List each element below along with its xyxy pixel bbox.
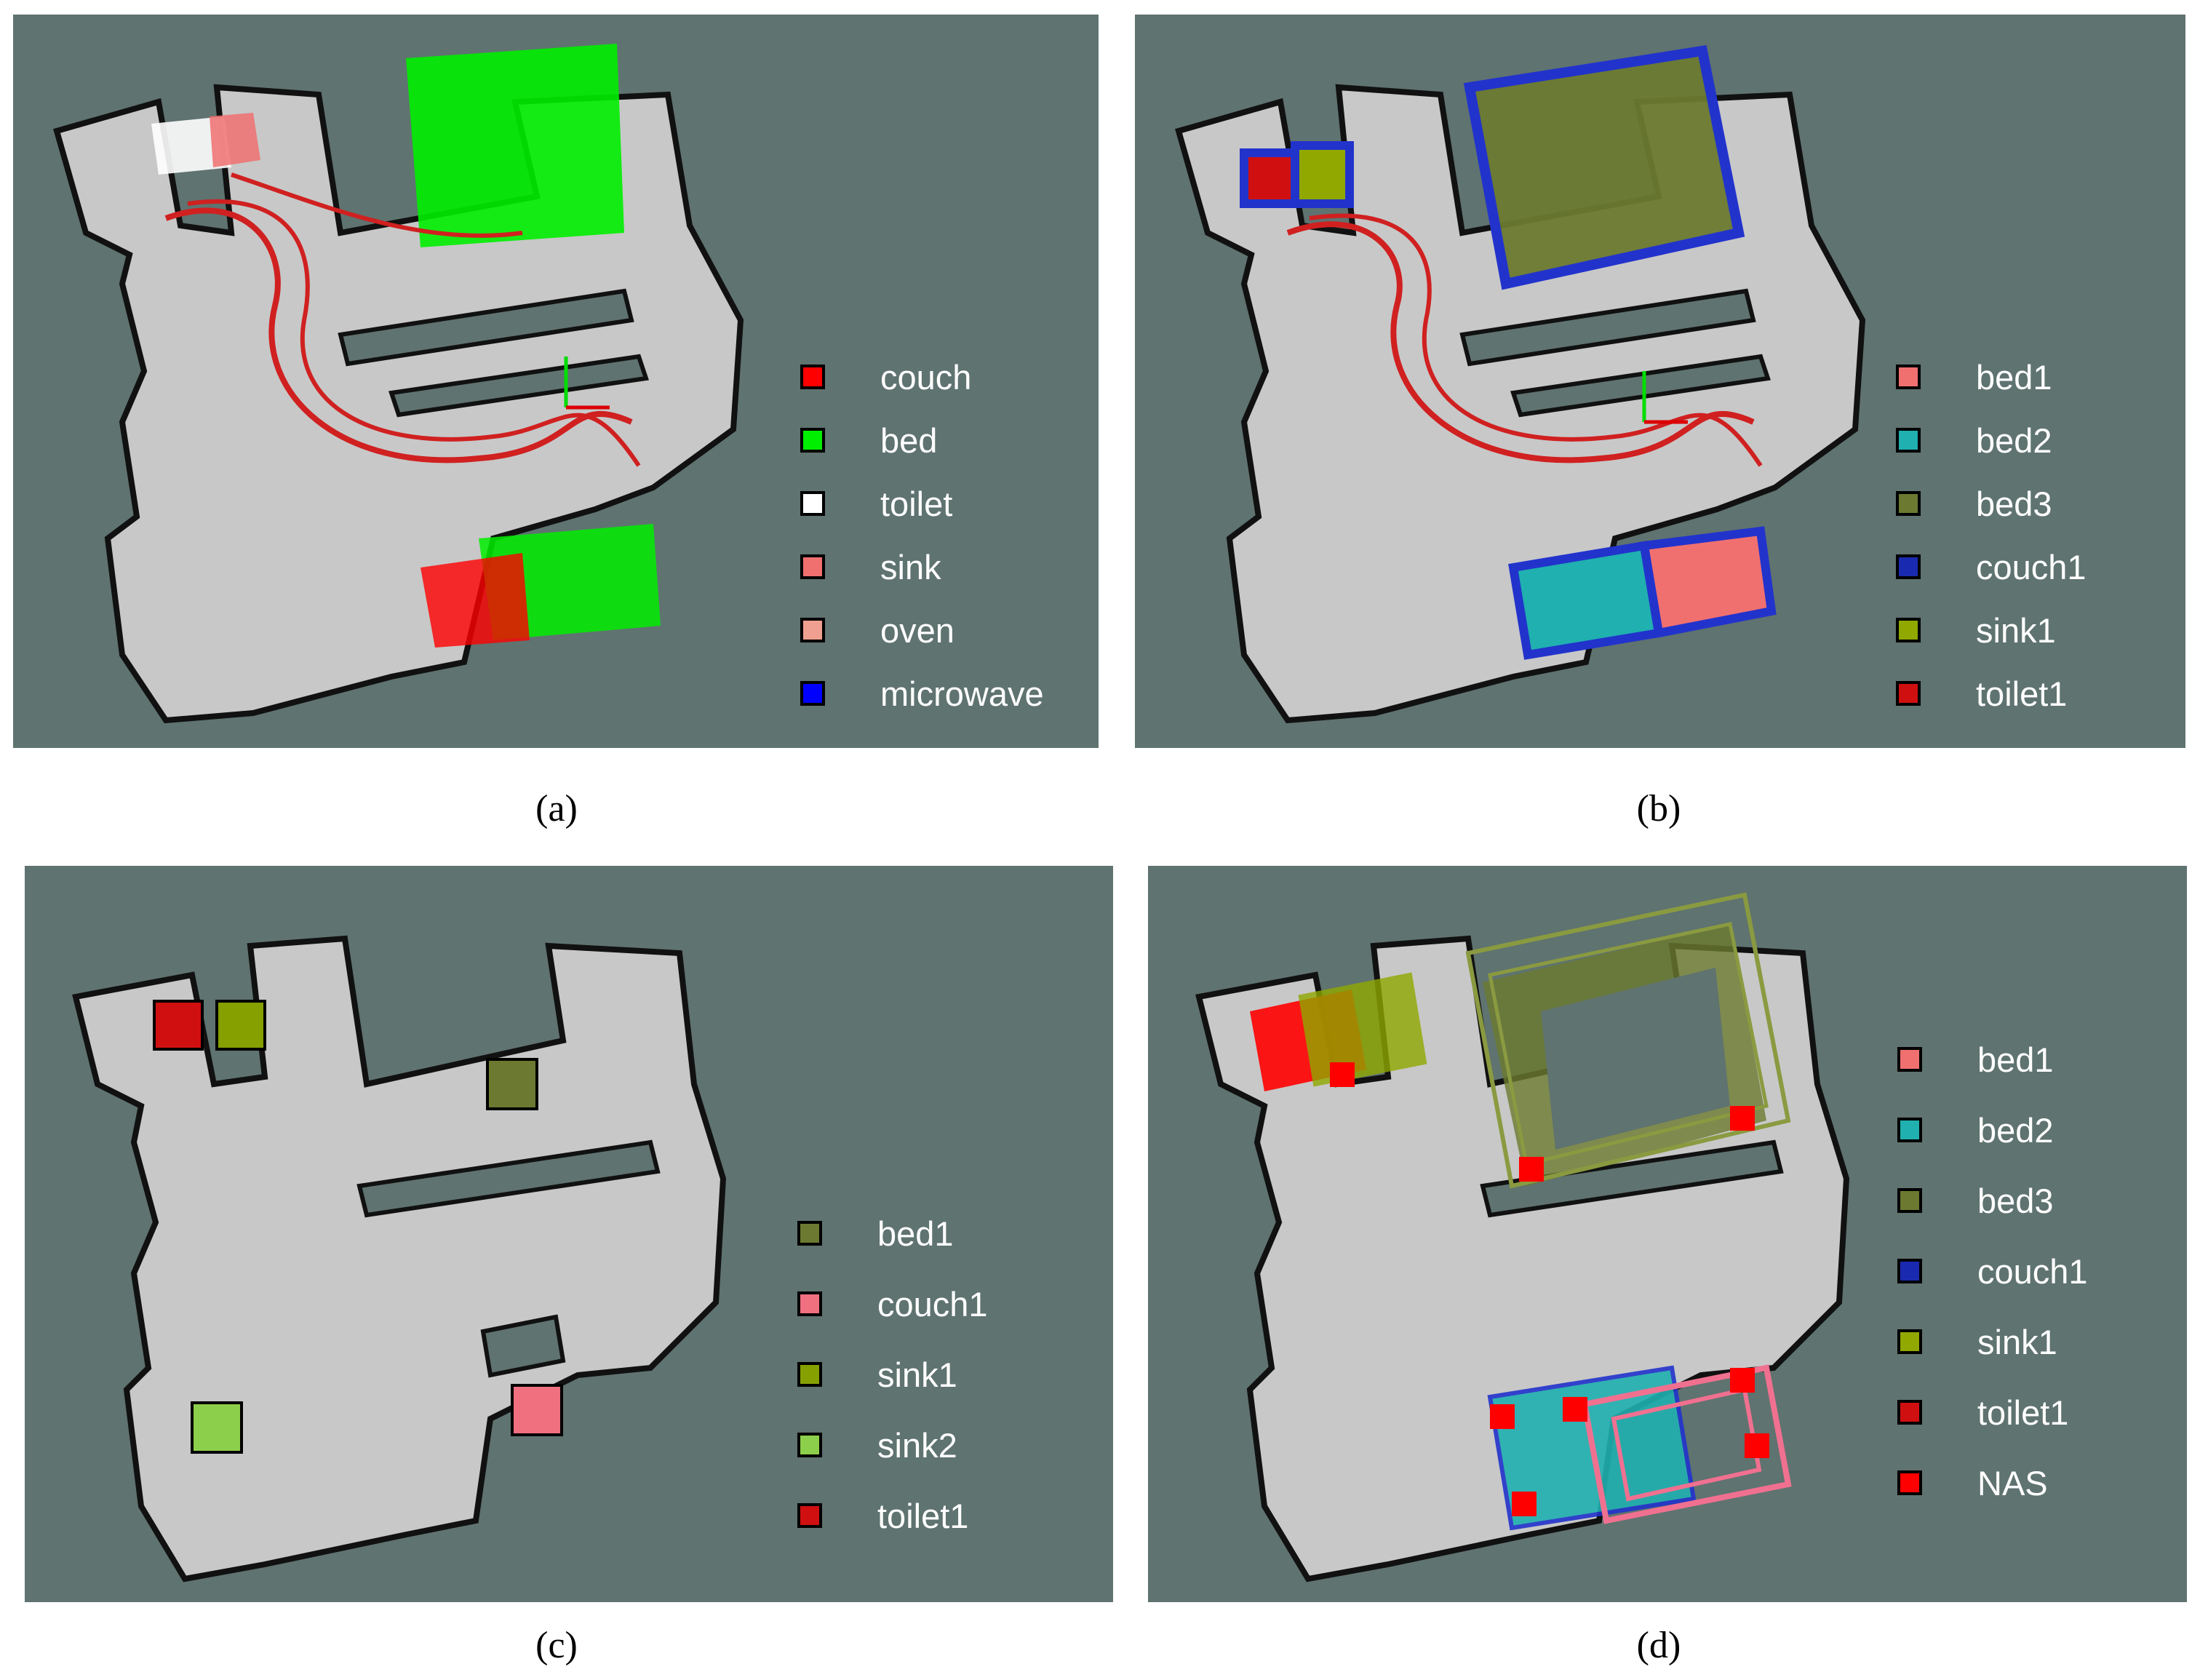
legend-label: bed1 (877, 1214, 954, 1253)
legend-label: NAS (1977, 1463, 2048, 1502)
legend-item-sink1: sink1 (797, 1353, 957, 1396)
legend-swatch (797, 1221, 822, 1246)
legend-label: bed3 (1976, 484, 2052, 523)
legend-swatch (797, 1433, 822, 1457)
legend-item-toilet1: toilet1 (1897, 1390, 2068, 1434)
legend-swatch (800, 491, 825, 516)
legend-label: microwave (880, 674, 1044, 713)
legend-label: sink (880, 547, 941, 586)
legend-item-microwave: microwave (800, 672, 1044, 715)
legend-item-couch1: couch1 (797, 1282, 988, 1326)
caption-c: (c) (535, 1625, 578, 1666)
room-marker-sink1 (215, 1000, 266, 1051)
legend-label: toilet1 (1976, 674, 2068, 713)
legend-swatch (1896, 491, 1921, 516)
legend-swatch (1897, 1118, 1922, 1142)
legend-item-bed1: bed1 (797, 1211, 954, 1255)
panel-a: couch bed toilet sink oven microwave (13, 15, 1099, 748)
legend-swatch (1897, 1047, 1922, 1072)
legend-label: toilet1 (877, 1496, 969, 1535)
legend-label: bed3 (1977, 1181, 2054, 1220)
caption-a: (a) (535, 788, 578, 829)
room-marker-couch1 (511, 1384, 563, 1436)
legend-item-nas: NAS (1897, 1461, 2048, 1505)
legend-item-bed2: bed2 (1896, 418, 2052, 462)
legend-item-bed2: bed2 (1897, 1108, 2054, 1152)
legend-swatch (800, 365, 825, 389)
room-marker-sink2 (191, 1401, 243, 1454)
legend-label: toilet (880, 484, 953, 523)
legend-swatch (1897, 1329, 1922, 1354)
legend-item-bed1: bed1 (1896, 355, 2052, 399)
legend-item-couch: couch (800, 355, 971, 399)
legend-item-couch1: couch1 (1897, 1249, 2088, 1293)
occupancy-map-d (1195, 892, 1850, 1583)
legend-swatch (1897, 1188, 1922, 1213)
legend-swatch (800, 554, 825, 579)
legend-item-sink2: sink2 (797, 1423, 957, 1467)
legend-label: oven (880, 610, 954, 650)
legend-label: bed (880, 421, 938, 460)
legend-swatch (1896, 365, 1921, 389)
legend-item-toilet1: toilet1 (797, 1494, 968, 1537)
legend-item-oven: oven (800, 608, 954, 652)
legend-swatch (1897, 1259, 1922, 1283)
legend-item-bed3: bed3 (1896, 482, 2052, 525)
legend-swatch (1896, 554, 1921, 579)
legend-swatch (797, 1291, 822, 1316)
panel-c: bed1 couch1 sink1 sink2 toilet1 (25, 866, 1113, 1602)
legend-label: sink2 (877, 1425, 957, 1465)
legend-label: couch (880, 357, 972, 397)
legend-swatch (800, 618, 825, 642)
occupancy-map-a (53, 44, 744, 724)
legend-item-sink: sink (800, 545, 941, 589)
room-marker-bed1 (486, 1058, 538, 1110)
legend-swatch (797, 1503, 822, 1528)
legend-label: sink1 (1977, 1322, 2057, 1361)
legend-label: bed2 (1976, 421, 2052, 460)
legend-item-bed: bed (800, 418, 937, 462)
legend-swatch (800, 681, 825, 706)
legend-label: couch1 (1976, 547, 2087, 586)
legend-swatch (1896, 681, 1921, 706)
legend-label: toilet1 (1977, 1393, 2069, 1432)
occupancy-map-b (1175, 45, 1866, 724)
legend-label: bed2 (1977, 1110, 2054, 1150)
legend-swatch (1896, 618, 1921, 642)
legend-swatch (1897, 1470, 1922, 1495)
legend-swatch (797, 1362, 822, 1387)
legend-swatch (800, 428, 825, 453)
caption-d: (d) (1636, 1625, 1681, 1666)
legend-label: couch1 (1977, 1251, 2088, 1291)
legend-label: sink1 (877, 1355, 957, 1394)
legend-item-sink1: sink1 (1896, 608, 2056, 652)
room-marker-toilet1 (153, 1000, 204, 1051)
legend-swatch (1896, 428, 1921, 453)
legend-item-toilet1: toilet1 (1896, 672, 2067, 715)
legend-label: bed1 (1977, 1040, 2054, 1079)
panel-b: bed1 bed2 bed3 couch1 sink1 toilet1 (1135, 15, 2185, 748)
legend-item-bed3: bed3 (1897, 1179, 2054, 1222)
legend-item-toilet: toilet (800, 482, 952, 525)
legend-label: sink1 (1976, 610, 2056, 650)
legend-item-bed1: bed1 (1897, 1038, 2054, 1081)
caption-b: (b) (1636, 788, 1681, 829)
legend-label: couch1 (877, 1284, 988, 1323)
legend-swatch (1897, 1400, 1922, 1425)
legend-item-sink1: sink1 (1897, 1320, 2057, 1363)
legend-item-couch1: couch1 (1896, 545, 2087, 589)
legend-label: bed1 (1976, 357, 2052, 397)
